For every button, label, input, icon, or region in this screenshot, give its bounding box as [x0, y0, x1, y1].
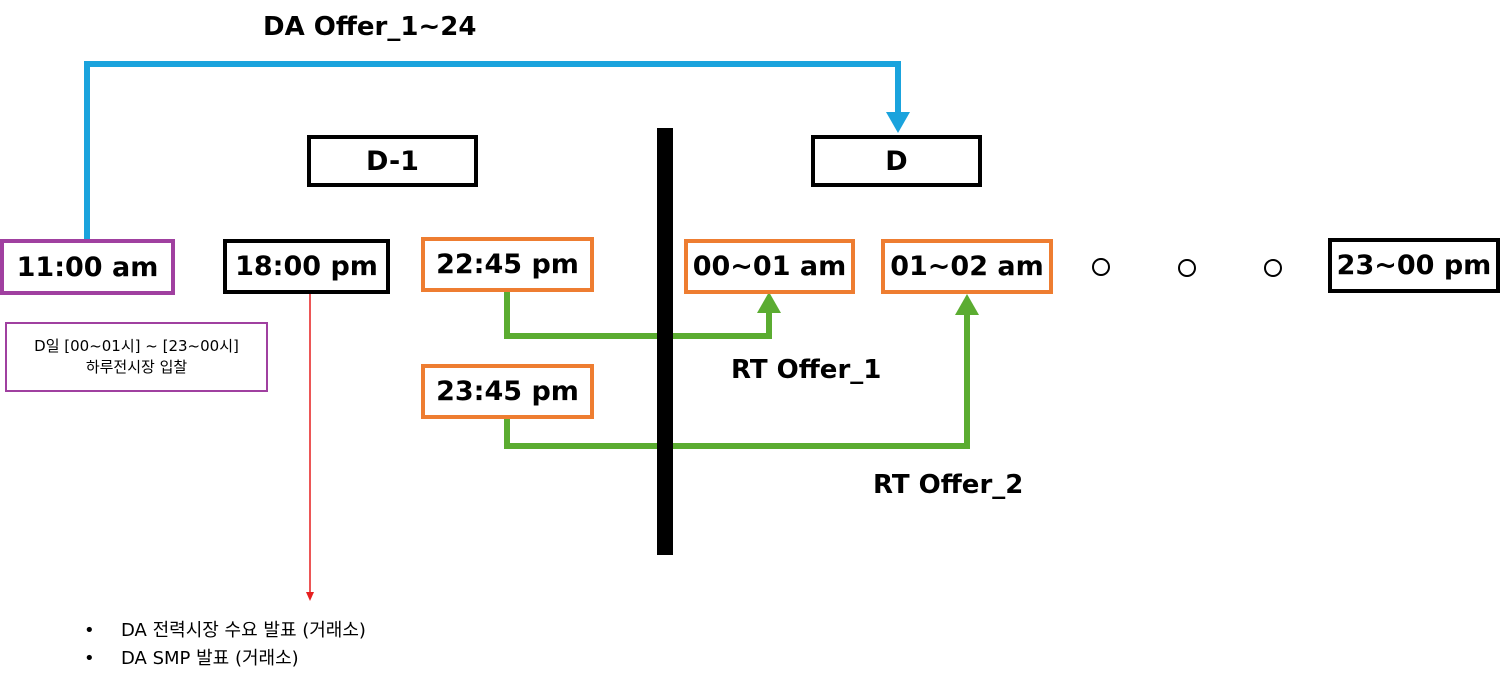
- announcement-item-text: DA 전력시장 수요 발표 (거래소): [121, 620, 366, 641]
- time-2345-box: 23:45 pm: [421, 364, 594, 419]
- day-d-label: D: [885, 145, 908, 177]
- rt-offer-2-arrowhead: [955, 294, 979, 315]
- ellipsis-circle-icon-3: [1264, 259, 1282, 277]
- rt-offer-1-label: RT Offer_1: [731, 355, 882, 385]
- time-0102-box: 01~02 am: [881, 239, 1053, 294]
- rt-offer-1-arrowhead: [757, 292, 781, 313]
- rt-offer-2-line: [504, 312, 970, 449]
- time-0001-label: 00~01 am: [692, 251, 847, 282]
- time-1800-label: 18:00 pm: [235, 251, 378, 282]
- time-2245-box: 22:45 pm: [421, 237, 594, 292]
- time-2300-label: 23~00 pm: [1336, 250, 1492, 281]
- da-bid-note: D일 [00~01시] ~ [23~00시] 하루전시장 입찰: [5, 322, 268, 392]
- bullet-icon: •: [84, 648, 95, 669]
- announcement-item: • DA SMP 발표 (거래소): [84, 645, 366, 673]
- day-d-box: D: [811, 135, 982, 187]
- time-0102-label: 01~02 am: [890, 251, 1044, 282]
- ellipsis-circle-icon-1: [1092, 258, 1110, 276]
- da-offer-line: [84, 61, 901, 241]
- time-2245-label: 22:45 pm: [436, 249, 579, 280]
- da-offer-label: DA Offer_1~24: [263, 12, 477, 42]
- time-2345-label: 23:45 pm: [436, 376, 579, 407]
- bullet-icon: •: [84, 620, 95, 641]
- time-2300-box: 23~00 pm: [1328, 238, 1500, 293]
- rt-offer-1-line: [504, 291, 772, 339]
- da-offer-arrowhead: [886, 112, 910, 133]
- time-0001-box: 00~01 am: [684, 239, 855, 294]
- day-d-minus-1-box: D-1: [307, 135, 478, 187]
- rt-offer-2-label: RT Offer_2: [873, 470, 1024, 500]
- time-1100-box: 11:00 am: [0, 239, 175, 295]
- ellipsis-circle-icon-2: [1178, 259, 1196, 277]
- announcement-item-text: DA SMP 발표 (거래소): [121, 648, 299, 669]
- da-bid-note-line-2: 하루전시장 입찰: [85, 358, 188, 376]
- day-d-minus-1-label: D-1: [366, 145, 419, 177]
- announcement-list: • DA 전력시장 수요 발표 (거래소) • DA SMP 발표 (거래소): [84, 617, 366, 673]
- day-divider: [657, 128, 673, 555]
- da-bid-note-line-1: D일 [00~01시] ~ [23~00시]: [34, 337, 239, 355]
- announcement-arrowhead: [306, 592, 314, 601]
- time-1800-box: 18:00 pm: [223, 239, 390, 294]
- time-1100-label: 11:00 am: [16, 251, 159, 283]
- announcement-item: • DA 전력시장 수요 발표 (거래소): [84, 617, 366, 645]
